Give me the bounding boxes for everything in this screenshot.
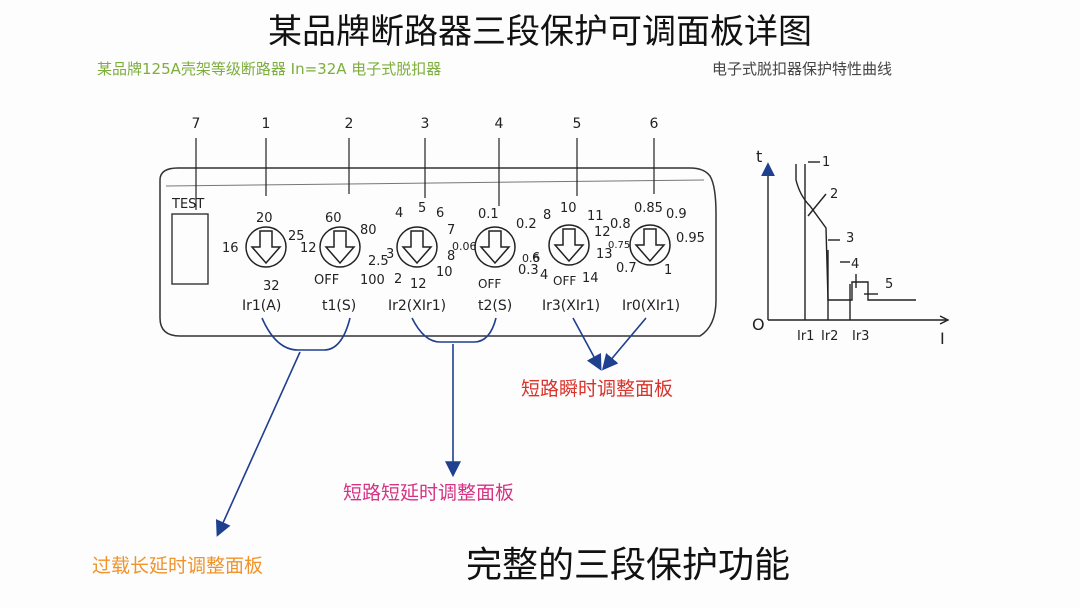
dial-ir2-tick: 2 xyxy=(394,272,402,287)
overload-arrow xyxy=(215,351,301,537)
dial-ir3-tick: 4 xyxy=(540,268,548,283)
dial-t2-tick: OFF xyxy=(478,277,501,291)
dial-t2-tick: 0.2 xyxy=(516,217,537,232)
curve-axis-t: t xyxy=(756,147,762,166)
page-title: 某品牌断路器三段保护可调面板详图 xyxy=(268,12,812,52)
callout-4: 4 xyxy=(495,116,504,132)
dial-ir3-tick: 12 xyxy=(594,225,611,240)
dial-ir2-label: Ir2(XIr1) xyxy=(388,298,446,314)
overload-bracket xyxy=(261,317,351,351)
callout-3: 3 xyxy=(421,116,430,132)
panel-outline xyxy=(159,167,717,337)
dial-t1-tick: 80 xyxy=(360,223,377,238)
dial-t2-label: t2(S) xyxy=(478,298,512,314)
dial-t1-tick: 12 xyxy=(300,241,317,256)
curve-point-4: 4 xyxy=(851,257,859,272)
dial-ir2[interactable]: 4 5 6 7 8 10 12 2 3 Ir2(XIr1) xyxy=(386,201,455,314)
curve-point-3: 3 xyxy=(846,231,854,246)
dial-t2-tick: 0.3 xyxy=(518,263,539,278)
curve-caption: 电子式脱扣器保护特性曲线 xyxy=(712,60,893,78)
dial-t1-tick: 2.5 xyxy=(368,254,389,269)
dial-ir3-label: Ir3(XIr1) xyxy=(542,298,600,314)
dial-ir0-tick: 0.9 xyxy=(666,207,687,222)
dial-t2[interactable]: 0.1 0.2 0.06 0.3 OFF 0.6 t2(S) xyxy=(452,207,540,314)
dial-ir3-tick: OFF xyxy=(553,274,576,288)
dial-ir0[interactable]: 0.8 0.85 0.9 0.95 1 0.7 0.75 Ir0(XIr1) xyxy=(608,201,705,314)
dial-t2-tick: 0.06 xyxy=(452,240,477,253)
bottom-title: 完整的三段保护功能 xyxy=(466,545,791,586)
curve-mark-ir3: Ir3 xyxy=(852,329,869,344)
instant-arrow-left xyxy=(572,317,602,371)
curve-mark-ir2: Ir2 xyxy=(821,329,838,344)
dial-ir2-tick: 4 xyxy=(395,206,403,221)
dial-ir0-tick: 0.75 xyxy=(608,240,630,251)
dial-ir0-tick: 1 xyxy=(664,263,672,278)
dial-ir0-tick: 0.8 xyxy=(610,217,631,232)
callout-numbers: 7 1 2 3 4 5 6 xyxy=(192,116,659,132)
dial-t1-label: t1(S) xyxy=(322,298,356,314)
curve-mark-ir1: Ir1 xyxy=(797,329,814,344)
breaker-spec-caption: 某品牌125A壳架等级断路器 In=32A 电子式脱扣器 xyxy=(97,60,442,78)
dial-ir1-tick: 32 xyxy=(263,279,280,294)
overload-panel-label: 过载长延时调整面板 xyxy=(92,555,264,577)
dial-ir0-tick: 0.85 xyxy=(634,201,663,216)
dial-ir1-label: Ir1(A) xyxy=(242,298,281,314)
dial-t2-tick: 0.1 xyxy=(478,207,499,222)
dial-ir0-tick: 0.95 xyxy=(676,231,705,246)
instant-panel-label: 短路瞬时调整面板 xyxy=(521,378,674,400)
dial-ir1-tick: 20 xyxy=(256,211,273,226)
panel-inner-edge xyxy=(165,179,705,187)
dial-ir0-label: Ir0(XIr1) xyxy=(622,298,680,314)
curve-point-1: 1 xyxy=(822,155,830,170)
instant-arrow-right xyxy=(601,317,647,371)
dial-t1-tick: 100 xyxy=(360,273,385,288)
callout-5: 5 xyxy=(573,116,582,132)
callout-2: 2 xyxy=(345,116,354,132)
dial-ir3-tick: 10 xyxy=(560,201,577,216)
dial-ir3-tick: 14 xyxy=(582,271,599,286)
test-button xyxy=(171,213,209,285)
trip-curve xyxy=(795,164,916,301)
dial-ir3-tick: 8 xyxy=(543,208,551,223)
dial-ir2-tick: 7 xyxy=(447,223,455,238)
test-label: TEST xyxy=(171,197,204,212)
dial-t2-tick: 0.6 xyxy=(522,252,540,265)
dial-t1[interactable]: 60 80 2.5 100 OFF 12 t1(S) xyxy=(300,211,389,314)
dial-ir1-tick: 16 xyxy=(222,241,239,256)
protection-curve xyxy=(761,161,950,325)
dial-ir2-tick: 3 xyxy=(386,247,394,262)
dial-ir1-tick: 25 xyxy=(288,229,305,244)
dial-ir0-tick: 0.7 xyxy=(616,261,637,276)
callout-6: 6 xyxy=(650,116,659,132)
dial-ir2-tick: 5 xyxy=(418,201,426,216)
dial-t1-tick: OFF xyxy=(314,273,339,288)
dial-ir2-tick: 6 xyxy=(436,206,444,221)
callout-leaders xyxy=(195,138,655,210)
dial-ir3-tick: 6 xyxy=(532,251,540,266)
callout-1: 1 xyxy=(262,116,271,132)
curve-origin: O xyxy=(752,315,765,334)
short-delay-panel-label: 短路短延时调整面板 xyxy=(343,482,515,504)
curve-axis-i: I xyxy=(940,329,945,348)
dial-ir2-tick: 10 xyxy=(436,265,453,280)
dial-ir3[interactable]: 8 10 11 12 13 14 OFF 4 6 Ir3(XIr1) xyxy=(532,201,613,314)
curve-point-2: 2 xyxy=(830,187,838,202)
callout-7: 7 xyxy=(192,116,201,132)
dial-ir3-tick: 13 xyxy=(596,247,613,262)
dial-ir2-tick: 8 xyxy=(447,249,455,264)
short-delay-bracket xyxy=(411,317,497,343)
dial-t1-tick: 60 xyxy=(325,211,342,226)
dial-ir2-tick: 12 xyxy=(410,277,427,292)
curve-point-5: 5 xyxy=(885,277,893,292)
dial-ir1[interactable]: 20 25 32 16 Ir1(A) xyxy=(222,211,305,314)
group-brackets xyxy=(215,317,647,537)
dial-ir3-tick: 11 xyxy=(587,209,604,224)
